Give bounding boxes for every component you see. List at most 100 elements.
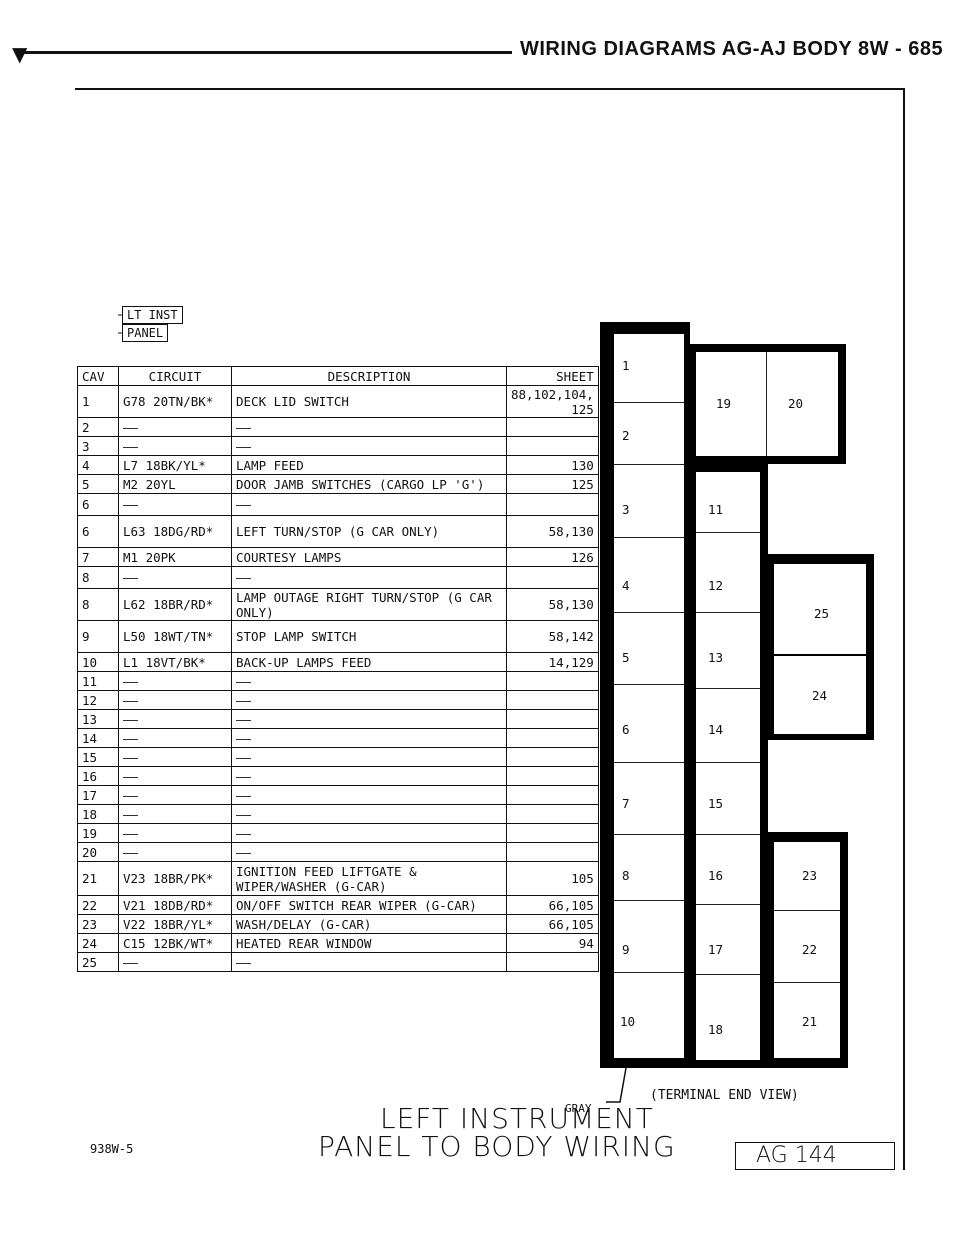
cell-sheet: 66,105 — [506, 895, 599, 915]
cell-description: ON/OFF SWITCH REAR WIPER (G-CAR) — [231, 895, 507, 915]
cell-sheet — [506, 842, 599, 862]
cell-cav: 13 — [77, 709, 119, 729]
cell-sheet: 66,105 — [506, 914, 599, 934]
cell-circuit: C15 12BK/WT* — [118, 933, 232, 953]
cavity-number: 14 — [708, 722, 724, 737]
cell-circuit: —— — [118, 566, 232, 589]
cell-description: IGNITION FEED LIFTGATE & WIPER/WASHER (G… — [231, 861, 507, 896]
table-row: 25———— — [77, 952, 599, 972]
cavity-divider — [696, 974, 760, 975]
connector-location-label: LT INST PANEL — [118, 306, 196, 342]
cell-cav: 12 — [77, 690, 119, 710]
table-row: 14———— — [77, 728, 599, 748]
table-row: 12———— — [77, 690, 599, 710]
cavity-number: 1 — [622, 358, 630, 373]
connector-color-label: GRAY — [565, 1102, 592, 1115]
cell-description: —— — [231, 842, 507, 862]
label-line-2: PANEL — [122, 324, 169, 342]
label-leader-lines — [118, 314, 122, 334]
cell-description: STOP LAMP SWITCH — [231, 620, 507, 653]
cell-circuit: —— — [118, 690, 232, 710]
cavity-number: 10 — [620, 1014, 636, 1029]
cell-description: LAMP OUTAGE RIGHT TURN/STOP (G CAR ONLY) — [231, 588, 507, 621]
cavity-divider — [614, 464, 684, 465]
cell-sheet — [506, 493, 599, 516]
cell-sheet — [506, 728, 599, 748]
cell-circuit: G78 20TN/BK* — [118, 385, 232, 418]
cell-sheet — [506, 417, 599, 437]
cell-description: LAMP FEED — [231, 455, 507, 475]
cell-cav: 17 — [77, 785, 119, 805]
table-row: 13———— — [77, 709, 599, 729]
cell-circuit: —— — [118, 747, 232, 767]
cell-circuit: —— — [118, 417, 232, 437]
cavity-divider — [614, 402, 684, 403]
cavity-number: 5 — [622, 650, 630, 665]
table-row: 15———— — [77, 747, 599, 767]
cell-sheet — [506, 766, 599, 786]
cavity-number: 8 — [622, 868, 630, 883]
cell-circuit: —— — [118, 823, 232, 843]
cavity-divider — [696, 904, 760, 905]
cell-description: —— — [231, 690, 507, 710]
cavity-divider — [696, 834, 760, 835]
cell-cav: 19 — [77, 823, 119, 843]
cell-cav: 16 — [77, 766, 119, 786]
cavity-divider — [614, 900, 684, 901]
cell-cav: 9 — [77, 620, 119, 653]
cell-circuit: L7 18BK/YL* — [118, 455, 232, 475]
cavity-divider-vertical — [766, 352, 767, 456]
cell-circuit: L63 18DG/RD* — [118, 515, 232, 548]
page-title: WIRING DIAGRAMS AG-AJ BODY 8W - 685 — [520, 38, 944, 60]
cavity-divider — [614, 762, 684, 763]
table-row: 11———— — [77, 671, 599, 691]
cell-description: DOOR JAMB SWITCHES (CARGO LP 'G') — [231, 474, 507, 494]
cell-description: BACK-UP LAMPS FEED — [231, 652, 507, 672]
cell-cav: 23 — [77, 914, 119, 934]
cavity-number: 19 — [716, 396, 732, 411]
cavity-divider — [696, 612, 760, 613]
col-description-header: DESCRIPTION — [231, 366, 507, 386]
cell-description: —— — [231, 785, 507, 805]
cell-cav: 8 — [77, 588, 119, 621]
cell-sheet: 14,129 — [506, 652, 599, 672]
cavity-column-2 — [696, 472, 760, 1060]
cavity-number: 11 — [708, 502, 724, 517]
figure-code: 938W-5 — [90, 1142, 134, 1156]
cavity-divider — [696, 532, 760, 533]
cell-sheet — [506, 952, 599, 972]
cavity-number: 3 — [622, 502, 630, 517]
cell-description: WASH/DELAY (G-CAR) — [231, 914, 507, 934]
label-line-1: LT INST — [122, 306, 183, 324]
cell-cav: 22 — [77, 895, 119, 915]
cavity-divider — [774, 910, 840, 911]
diagram-title-line2: PANEL TO BODY WIRING — [318, 1130, 676, 1163]
cell-cav: 14 — [77, 728, 119, 748]
cavity-divider — [614, 684, 684, 685]
cell-sheet: 58,130 — [506, 515, 599, 548]
cell-circuit: V23 18BR/PK* — [118, 861, 232, 896]
cavity-divider — [614, 612, 684, 613]
cell-sheet — [506, 804, 599, 824]
cell-description: —— — [231, 493, 507, 516]
table-row: 2———— — [77, 417, 599, 437]
cavity-number: 22 — [802, 942, 818, 957]
cell-description: COURTESY LAMPS — [231, 547, 507, 567]
cell-cav: 3 — [77, 436, 119, 456]
col-sheet-header: SHEET — [506, 366, 599, 386]
cavity-number: 21 — [802, 1014, 818, 1029]
cell-description: HEATED REAR WINDOW — [231, 933, 507, 953]
cell-cav: 7 — [77, 547, 119, 567]
header-rule — [24, 51, 512, 54]
table-row: 18———— — [77, 804, 599, 824]
cell-circuit: L62 18BR/RD* — [118, 588, 232, 621]
cell-sheet — [506, 671, 599, 691]
cell-sheet — [506, 436, 599, 456]
